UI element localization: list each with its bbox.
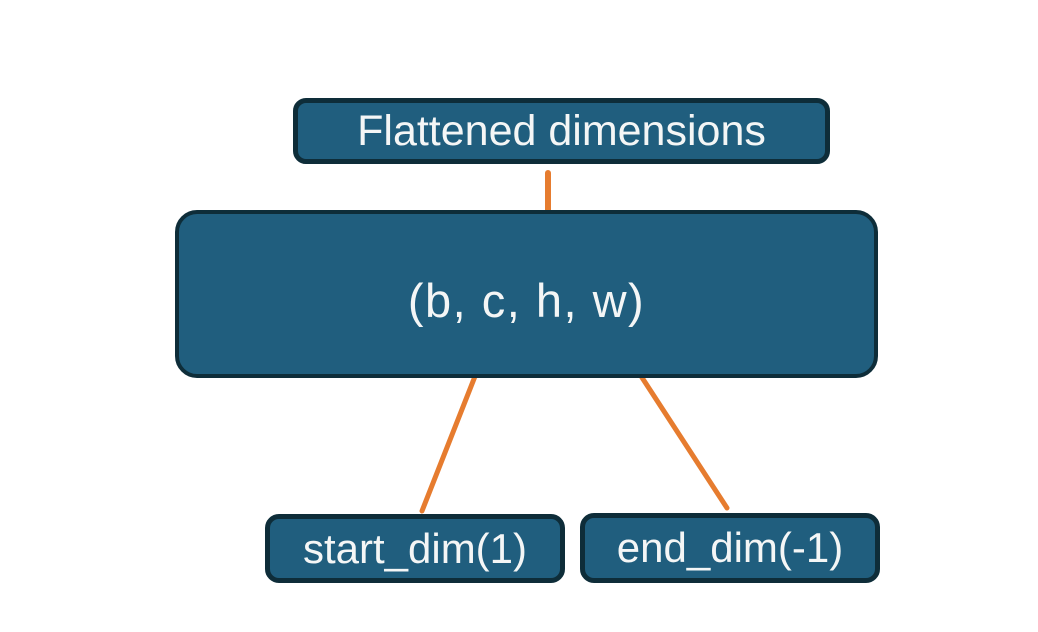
start-dim-label: start_dim(1)	[302, 524, 528, 572]
node-flattened-dimensions: Flattened dimensions	[293, 98, 830, 164]
flattened-dimensions-label: Flattened dimensions	[357, 106, 766, 155]
node-start-dim: start_dim(1)	[265, 514, 565, 583]
tensor-shape-label: (b, c, h, w)	[407, 273, 646, 327]
end-dim-label: end_dim(-1)	[616, 524, 844, 571]
node-tensor-shape: (b, c, h, w)	[175, 210, 878, 378]
node-end-dim: end_dim(-1)	[580, 513, 880, 583]
